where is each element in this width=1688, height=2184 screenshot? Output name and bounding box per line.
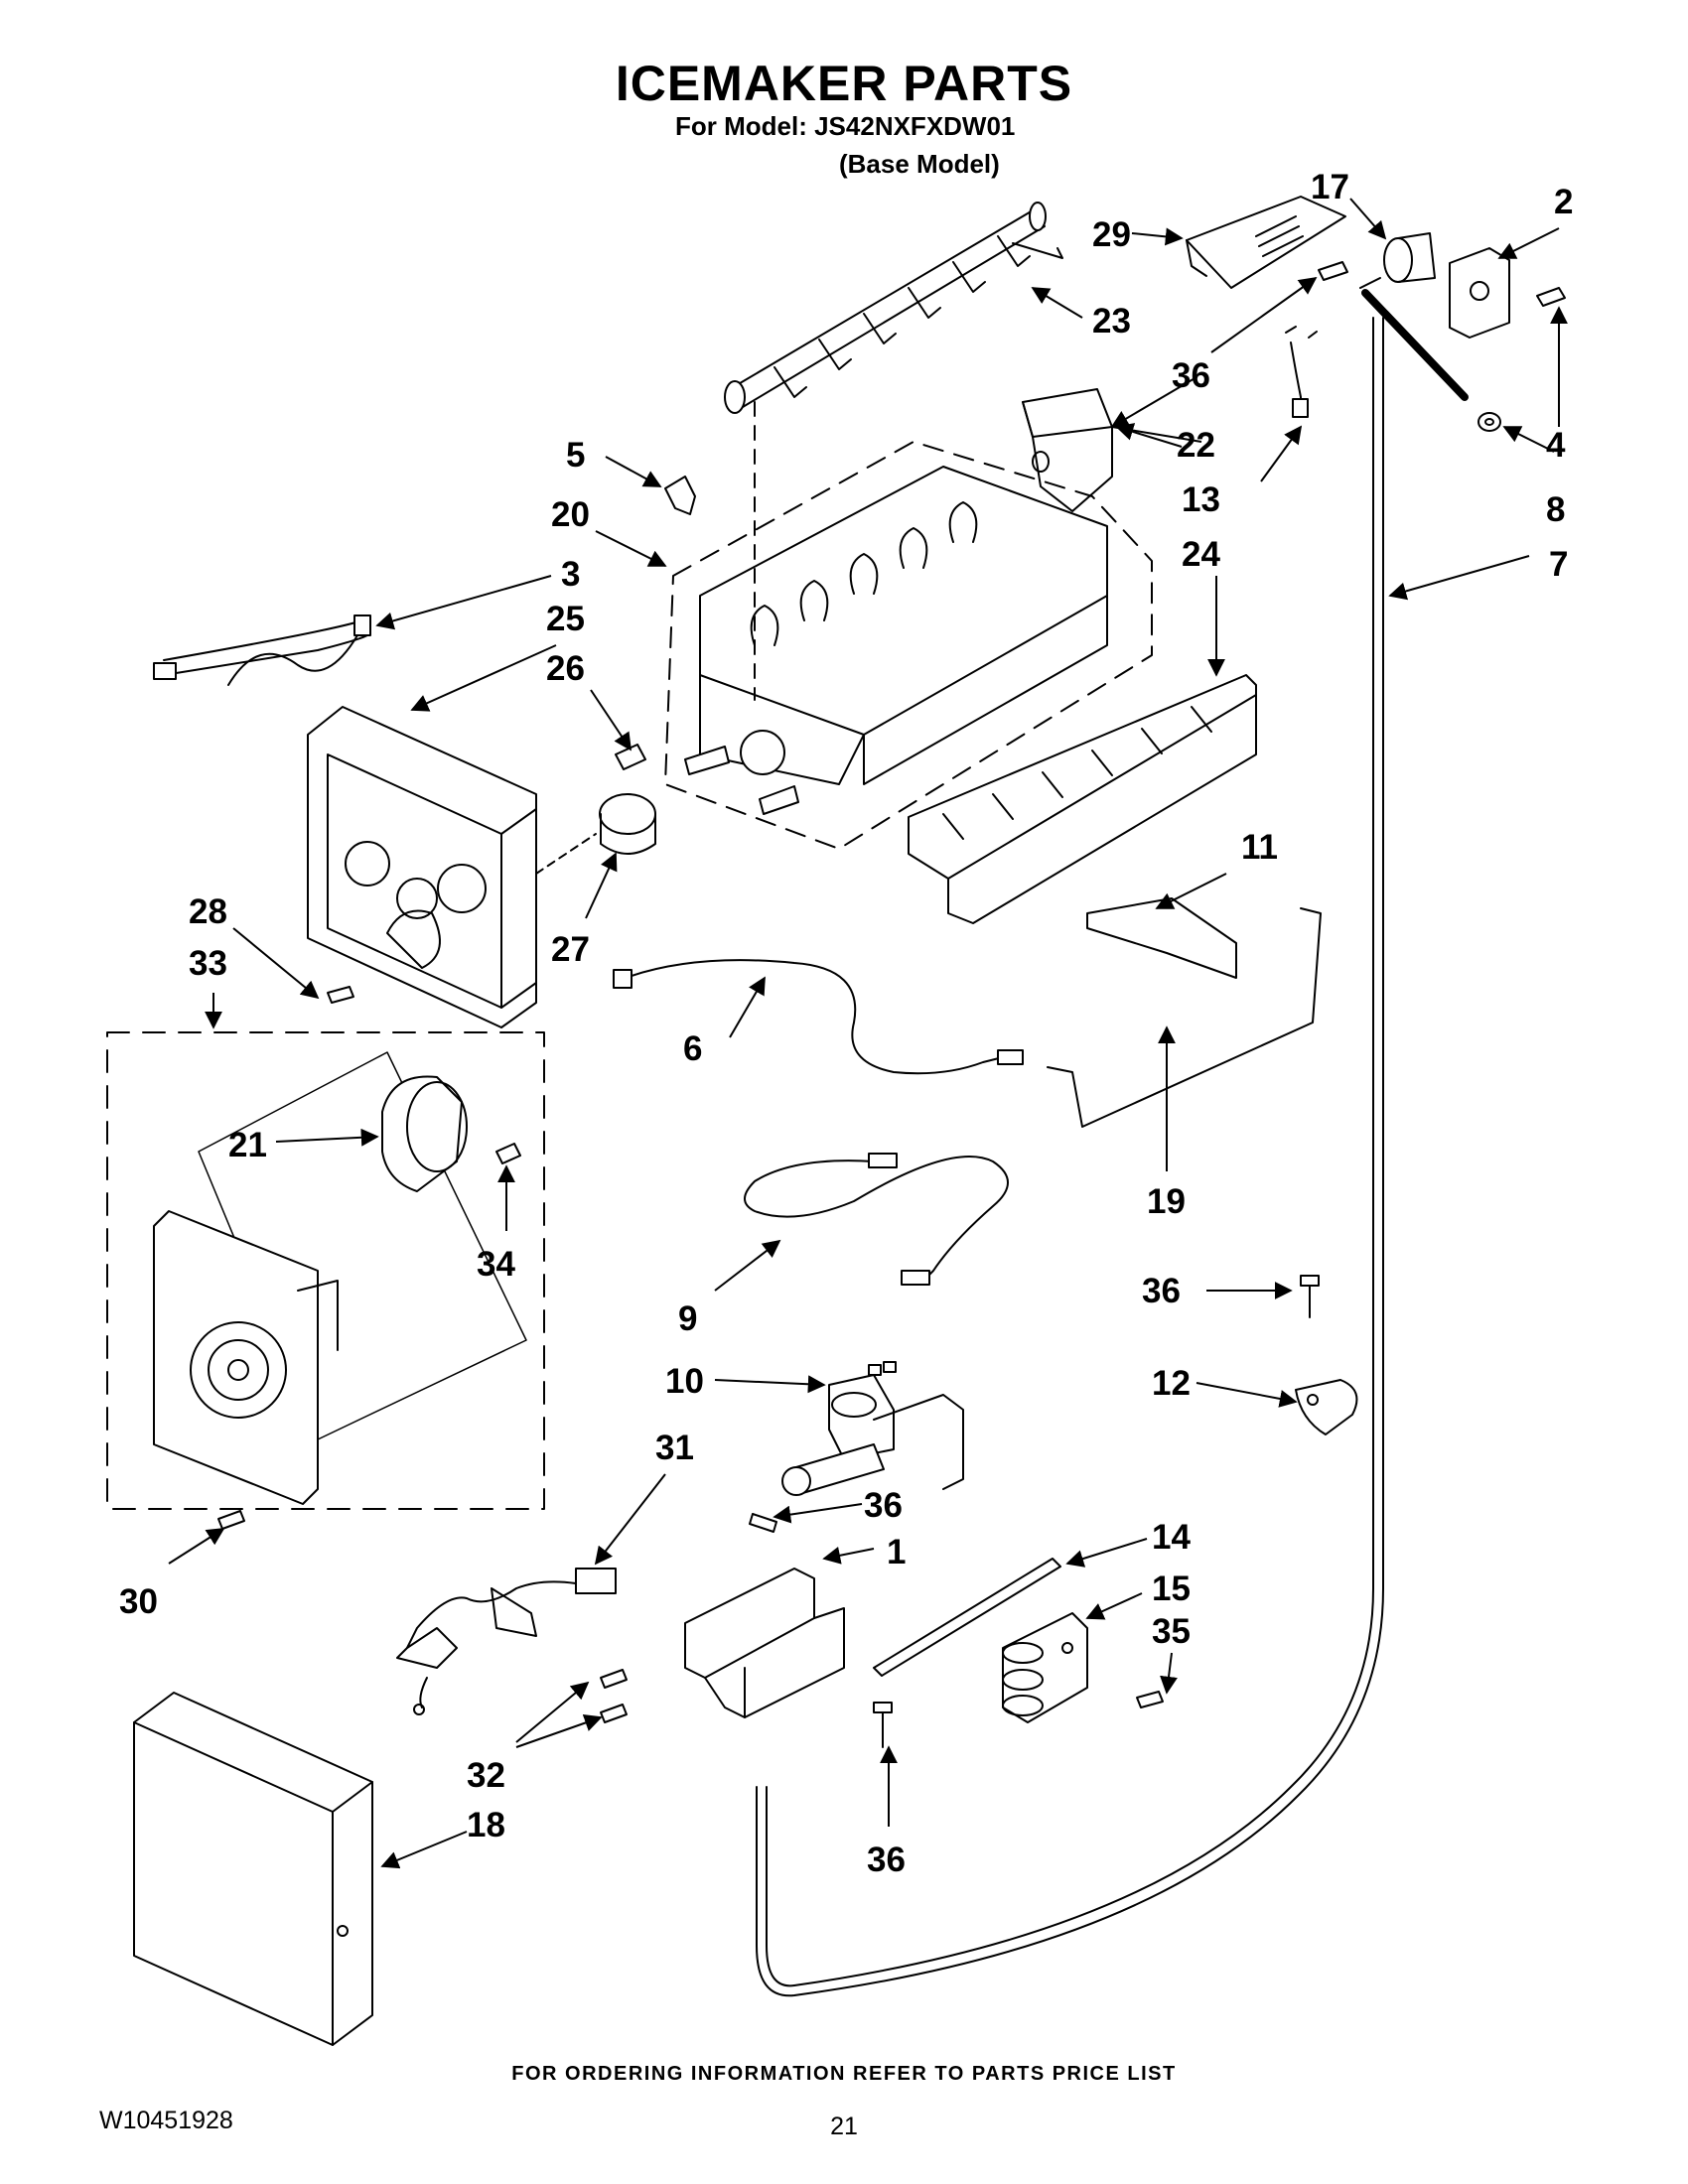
part-module-plate (153, 1210, 339, 1505)
part-heater-6 (613, 959, 1024, 1075)
part-screw-35 (1136, 1691, 1164, 1708)
callout-30: 30 (119, 1582, 158, 1621)
part-cover-18 (133, 1692, 373, 2046)
callout-28: 28 (189, 892, 227, 931)
part-bracket-2 (1449, 247, 1510, 339)
part-stripper-24 (908, 674, 1257, 924)
callout-21: 21 (228, 1126, 267, 1164)
callout-18: 18 (467, 1806, 505, 1844)
callout-17: 17 (1311, 168, 1349, 206)
part-screw-28 (327, 986, 354, 1004)
callout-32: 32 (467, 1756, 505, 1795)
callout-11: 11 (1241, 828, 1278, 867)
part-washer-8 (1477, 412, 1501, 432)
callout-5: 5 (566, 436, 585, 475)
part-cover-22 (1022, 388, 1113, 512)
part-bail-arm-19 (1047, 907, 1322, 1128)
callout-24: 24 (1182, 535, 1220, 574)
callout-34: 34 (477, 1245, 515, 1284)
callout-36: 36 (864, 1486, 903, 1525)
base-model-line: (Base Model) (839, 149, 1000, 179)
part-water-valve-10 (781, 1361, 964, 1496)
callout-36: 36 (1172, 356, 1210, 395)
page-number: 21 (830, 2113, 858, 2140)
callout-10: 10 (665, 1362, 704, 1401)
callout-1: 1 (887, 1533, 906, 1571)
callout-31: 31 (655, 1429, 694, 1467)
part-thermistor-9 (744, 1153, 1009, 1286)
callout-labels: 29 17 2 23 36 4 22 5 13 8 20 24 7 3 25 2… (119, 168, 1573, 1879)
part-screw-4 (1536, 287, 1566, 307)
callout-29: 29 (1092, 215, 1131, 254)
part-bracket-1 (684, 1568, 845, 1718)
part-clip-5 (664, 476, 696, 515)
part-clip-15 (1002, 1612, 1088, 1723)
callout-36: 36 (867, 1841, 906, 1879)
part-screw-30 (217, 1510, 245, 1530)
part-fill-tube-7 (756, 277, 1469, 1997)
part-housing-25 (307, 706, 537, 1028)
callout-27: 27 (551, 930, 590, 969)
callout-4: 4 (1546, 426, 1566, 465)
callout-25: 25 (546, 600, 585, 638)
part-harness-31 (396, 1568, 617, 1715)
callout-26: 26 (546, 649, 585, 688)
callout-6: 6 (683, 1029, 702, 1068)
callout-2: 2 (1554, 183, 1573, 221)
part-screw-34 (495, 1143, 521, 1164)
part-thermostat-27 (535, 793, 656, 875)
part-screw-36 (749, 261, 1348, 1748)
part-wire-harness-3 (153, 614, 371, 686)
part-ejector-23 (724, 202, 1063, 414)
part-shield-29 (1186, 196, 1346, 289)
part-strip-14 (873, 1558, 1061, 1677)
callout-9: 9 (678, 1299, 697, 1338)
callout-14: 14 (1152, 1518, 1191, 1557)
callout-22: 22 (1177, 426, 1215, 465)
part-clamp-12 (1295, 1379, 1358, 1435)
callout-8: 8 (1546, 490, 1565, 529)
callout-19: 19 (1147, 1182, 1186, 1221)
callout-7: 7 (1549, 545, 1568, 584)
part-bracket-11 (1086, 897, 1237, 979)
part-fill-cup-17 (1383, 232, 1436, 283)
callout-15: 15 (1152, 1570, 1191, 1608)
part-screws-32 (600, 1669, 628, 1723)
model-line: For Model: JS42NXFXDW01 (675, 111, 1016, 141)
callout-3: 3 (561, 555, 580, 594)
document-number: W10451928 (99, 2107, 233, 2134)
callout-36: 36 (1142, 1272, 1181, 1310)
callout-33: 33 (189, 944, 227, 983)
callout-35: 35 (1152, 1612, 1191, 1651)
part-mold-20 (664, 401, 1153, 850)
callout-13: 13 (1182, 480, 1220, 519)
page-title: ICEMAKER PARTS (615, 56, 1073, 111)
callout-23: 23 (1092, 302, 1131, 341)
callout-20: 20 (551, 495, 590, 534)
ordering-note: FOR ORDERING INFORMATION REFER TO PARTS … (511, 2063, 1177, 2085)
part-wire-harness-13 (1285, 326, 1318, 418)
callout-12: 12 (1152, 1364, 1191, 1403)
leader-lines (168, 198, 1568, 1869)
part-motor-21 (381, 1075, 468, 1192)
